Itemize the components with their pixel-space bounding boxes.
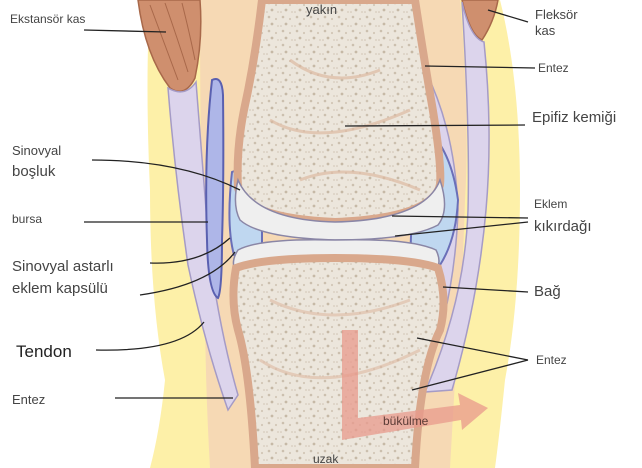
leader-capsule-2 [139,251,236,296]
left-tendon [167,79,239,412]
label-flexion: bükülme [383,414,429,428]
extensor-muscle [137,0,202,93]
label-distal: uzak [313,452,339,466]
leader-epiphysis [344,124,526,127]
leader-extensor [83,29,167,33]
flexion-arrow [342,330,488,440]
label-capsule-2: eklem kapsülü [12,280,108,297]
label-flexor-2: kas [535,23,556,38]
label-ligament: Bağ [534,283,561,300]
label-cartilage-1: Eklem [534,197,568,211]
leader-entez-right-2 [411,359,529,391]
leader-tendon [95,321,205,351]
label-capsule-1: Sinovyal astarlı [12,258,114,275]
leader-cartilage-1 [391,215,529,219]
label-flexor-1: Fleksör [535,7,578,22]
label-tendon: Tendon [16,342,72,361]
articular-cartilage-upper [234,177,446,241]
label-synovial-2: boşluk [12,163,56,180]
leader-cartilage-2 [394,221,529,237]
leader-flexor [487,9,529,23]
label-cartilage-2: kıkırdağı [534,218,592,235]
bursa [205,78,225,300]
leader-synovial [91,159,241,191]
label-bursa: bursa [12,212,43,226]
label-entez-top: Entez [538,61,569,75]
leader-ligament [442,286,529,293]
leader-entez-right-1 [416,337,529,361]
label-entez-left: Entez [12,392,46,407]
leader-capsule-1 [149,237,231,264]
label-synovial-1: Sinovyal [12,143,62,158]
label-extensor: Ekstansör kas [10,12,86,26]
leader-lines [83,9,536,399]
label-proximal: yakın [306,2,338,17]
label-epiphysis: Epifiz kemiği [532,109,617,126]
leader-entez-top [424,65,536,69]
right-tendon [423,1,490,393]
label-entez-right: Entez [536,353,567,367]
